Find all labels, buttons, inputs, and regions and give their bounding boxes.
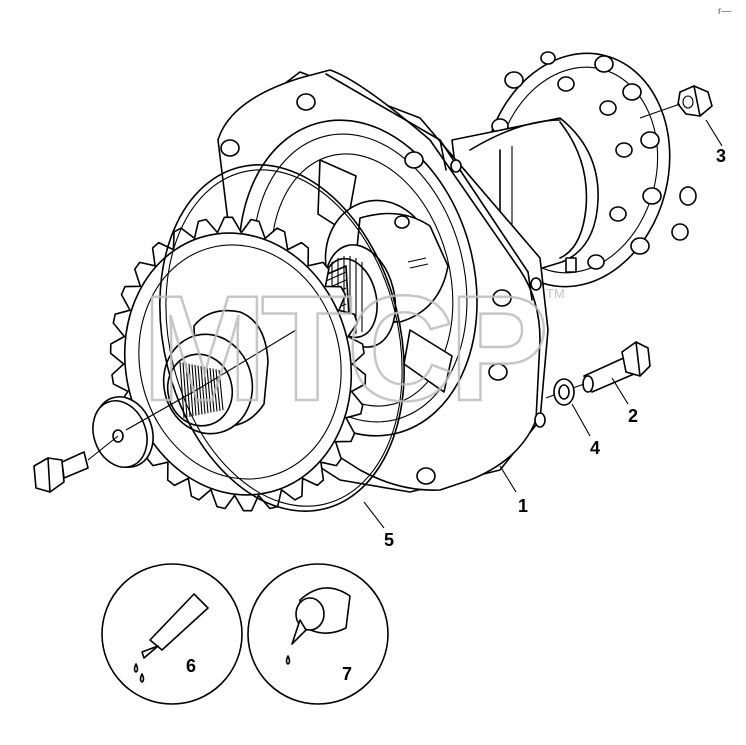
hub-studs bbox=[491, 51, 697, 270]
bore-spline bbox=[182, 362, 188, 418]
flat-washer bbox=[553, 378, 575, 406]
o-ring bbox=[159, 164, 405, 512]
bore-spline bbox=[206, 367, 212, 413]
callout-7: 7 bbox=[342, 664, 352, 684]
sprocket-bore-splines bbox=[179, 361, 224, 419]
housing-bolt bbox=[582, 341, 651, 393]
bore-spline bbox=[191, 364, 197, 416]
bore-spline bbox=[197, 365, 203, 415]
callout-4: 4 bbox=[590, 438, 600, 458]
callout-6: 6 bbox=[186, 656, 196, 676]
bore-spline bbox=[209, 367, 215, 413]
adhesive-bottle-callout bbox=[247, 563, 389, 705]
retaining-screw bbox=[33, 451, 89, 493]
drive-sprocket bbox=[109, 216, 367, 512]
bore-spline bbox=[188, 363, 194, 417]
bore-spline bbox=[203, 366, 209, 414]
hex-nut bbox=[639, 85, 713, 119]
callout-3: 3 bbox=[716, 146, 726, 166]
watermark-trademark: TM bbox=[546, 286, 565, 301]
callout-2: 2 bbox=[628, 406, 638, 426]
o-ring-inner bbox=[165, 169, 403, 507]
bore-spline bbox=[179, 361, 185, 419]
grease-tube-callout bbox=[101, 563, 243, 705]
bore-spline bbox=[200, 366, 206, 414]
housing-bolt-heads bbox=[220, 93, 546, 485]
bore-spline bbox=[185, 363, 191, 417]
bore-spline bbox=[215, 369, 221, 411]
retaining-washer bbox=[92, 396, 154, 468]
callout-1: 1 bbox=[518, 496, 528, 516]
corner-mark: r— bbox=[718, 6, 731, 17]
bore-spline bbox=[212, 368, 218, 412]
watermark: MTCP bbox=[142, 264, 544, 432]
callout-5: 5 bbox=[384, 530, 394, 550]
